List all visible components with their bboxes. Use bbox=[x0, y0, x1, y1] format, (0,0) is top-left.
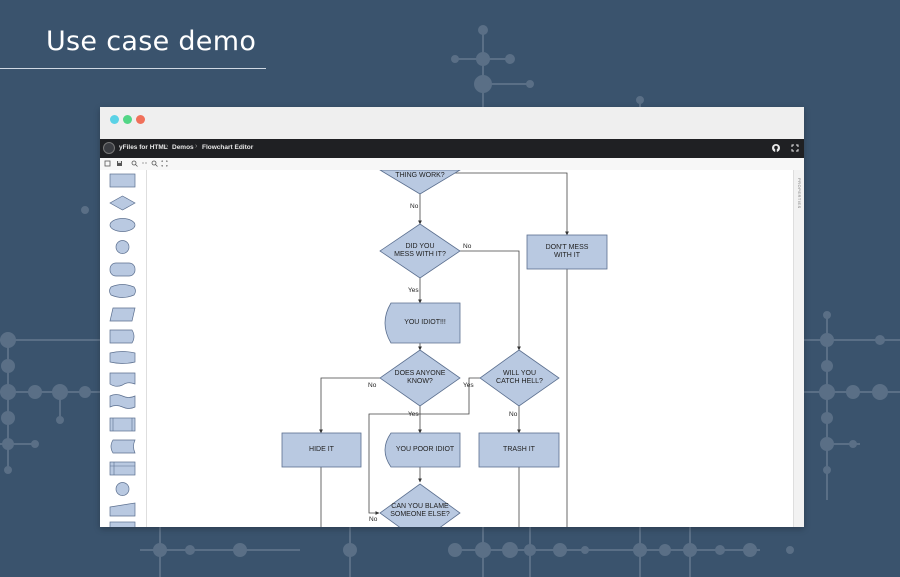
breadcrumb-flowchart-editor: Flowchart Editor bbox=[202, 144, 254, 151]
edge-label-no: No bbox=[463, 243, 472, 250]
palette-document-shape[interactable] bbox=[109, 372, 136, 387]
palette-loop-limit-shape[interactable] bbox=[109, 284, 136, 298]
node-thing-work[interactable] bbox=[379, 170, 461, 195]
node-dont-mess[interactable] bbox=[526, 234, 608, 270]
maximize-dot[interactable] bbox=[136, 115, 145, 124]
title-underline bbox=[0, 68, 266, 69]
node-label-trash-it: TRASH IT bbox=[503, 446, 535, 453]
node-trash-it[interactable] bbox=[478, 432, 560, 468]
node-blame[interactable] bbox=[379, 483, 461, 527]
palette-manual-input-shape[interactable] bbox=[109, 502, 136, 517]
palette-on-page-reference-shape[interactable] bbox=[115, 482, 130, 496]
page-title: Use case demo bbox=[46, 26, 257, 57]
palette-database-shape[interactable] bbox=[109, 351, 136, 364]
fit-content-icon[interactable] bbox=[141, 160, 148, 167]
edge-does-to-hide[interactable] bbox=[319, 377, 380, 434]
node-poor-idiot[interactable] bbox=[384, 432, 461, 468]
node-will-you[interactable] bbox=[479, 349, 560, 407]
window-chrome bbox=[100, 107, 804, 139]
edge-did-to-will[interactable] bbox=[460, 250, 521, 351]
fullscreen-icon[interactable] bbox=[790, 143, 800, 153]
node-label-did-you-mess: DID YOU MESS WITH IT? bbox=[394, 243, 446, 258]
palette-decision-shape[interactable] bbox=[109, 195, 136, 211]
edge-label-no: No bbox=[368, 382, 377, 389]
breadcrumb-separator-icon: › bbox=[166, 143, 169, 150]
palette-directdata-shape[interactable] bbox=[109, 329, 135, 344]
node-label-hide-it: HIDE IT bbox=[309, 446, 334, 453]
node-label-thing-work: THING WORK? bbox=[395, 172, 445, 179]
node-label-does-anyone: DOES ANYONE KNOW? bbox=[394, 370, 446, 385]
breadcrumb-yfiles[interactable]: yFiles for HTML bbox=[119, 144, 168, 151]
edge-label-yes: Yes bbox=[408, 287, 419, 294]
palette-start-shape[interactable] bbox=[115, 240, 130, 254]
palette-internal-storage-shape[interactable] bbox=[109, 461, 136, 476]
palette-process-shape[interactable] bbox=[109, 173, 136, 188]
palette-start2-shape[interactable] bbox=[109, 262, 136, 277]
palette-card-shape[interactable] bbox=[109, 521, 136, 527]
github-icon[interactable] bbox=[771, 143, 781, 153]
shape-palette bbox=[100, 170, 147, 527]
edge-label-yes: Yes bbox=[463, 382, 474, 389]
properties-panel-toggle[interactable]: PROPERTIES bbox=[793, 170, 804, 527]
node-label-will-you: WILL YOU CATCH HELL? bbox=[496, 370, 543, 385]
node-label-blame: CAN YOU BLAME SOMEONE ELSE? bbox=[390, 503, 450, 518]
node-did-you-mess[interactable] bbox=[379, 223, 461, 279]
flowchart-diagram bbox=[281, 170, 608, 527]
breadcrumb-demos[interactable]: Demos bbox=[172, 144, 194, 151]
palette-predefined-process-shape[interactable] bbox=[109, 417, 136, 432]
graph-canvas[interactable]: THING WORK? DON'T MESS WITH IT DID YOU M… bbox=[147, 170, 793, 527]
zoom-in-icon[interactable] bbox=[131, 160, 138, 167]
palette-paper-tape-shape[interactable] bbox=[109, 394, 136, 409]
node-label-dont-mess: DON'T MESS WITH IT bbox=[545, 244, 589, 259]
node-hide-it[interactable] bbox=[281, 432, 362, 468]
app-header: yFiles for HTML › Demos › Flowchart Edit… bbox=[100, 139, 804, 158]
breadcrumb-separator-icon: › bbox=[195, 143, 198, 150]
browser-window: yFiles for HTML › Demos › Flowchart Edit… bbox=[100, 107, 804, 527]
node-does-anyone[interactable] bbox=[379, 349, 461, 407]
edge-label-no: No bbox=[509, 411, 518, 418]
node-label-poor-idiot: YOU POOR IDIOT bbox=[395, 446, 455, 453]
edge-will-to-blame[interactable] bbox=[368, 377, 480, 515]
edge-label-yes: Yes bbox=[408, 411, 419, 418]
zoom-out-icon[interactable] bbox=[151, 160, 158, 167]
close-dot[interactable] bbox=[110, 115, 119, 124]
palette-stored-data-shape[interactable] bbox=[110, 439, 136, 454]
save-icon[interactable] bbox=[116, 160, 123, 167]
zoom-original-icon[interactable] bbox=[161, 160, 168, 167]
edge-label-no: No bbox=[369, 516, 378, 523]
node-you-idiot[interactable] bbox=[384, 302, 461, 344]
new-document-icon[interactable] bbox=[104, 160, 111, 167]
properties-label: PROPERTIES bbox=[797, 178, 802, 209]
node-label-you-idiot: YOU IDIOT!!! bbox=[404, 319, 446, 326]
minimize-dot[interactable] bbox=[123, 115, 132, 124]
edge-thing-to-dontmess[interactable] bbox=[454, 172, 569, 236]
palette-data-shape[interactable] bbox=[109, 307, 136, 322]
palette-terminator-shape[interactable] bbox=[109, 218, 136, 232]
yfiles-logo-icon[interactable] bbox=[103, 142, 115, 154]
edge-label-no: No bbox=[410, 203, 419, 210]
